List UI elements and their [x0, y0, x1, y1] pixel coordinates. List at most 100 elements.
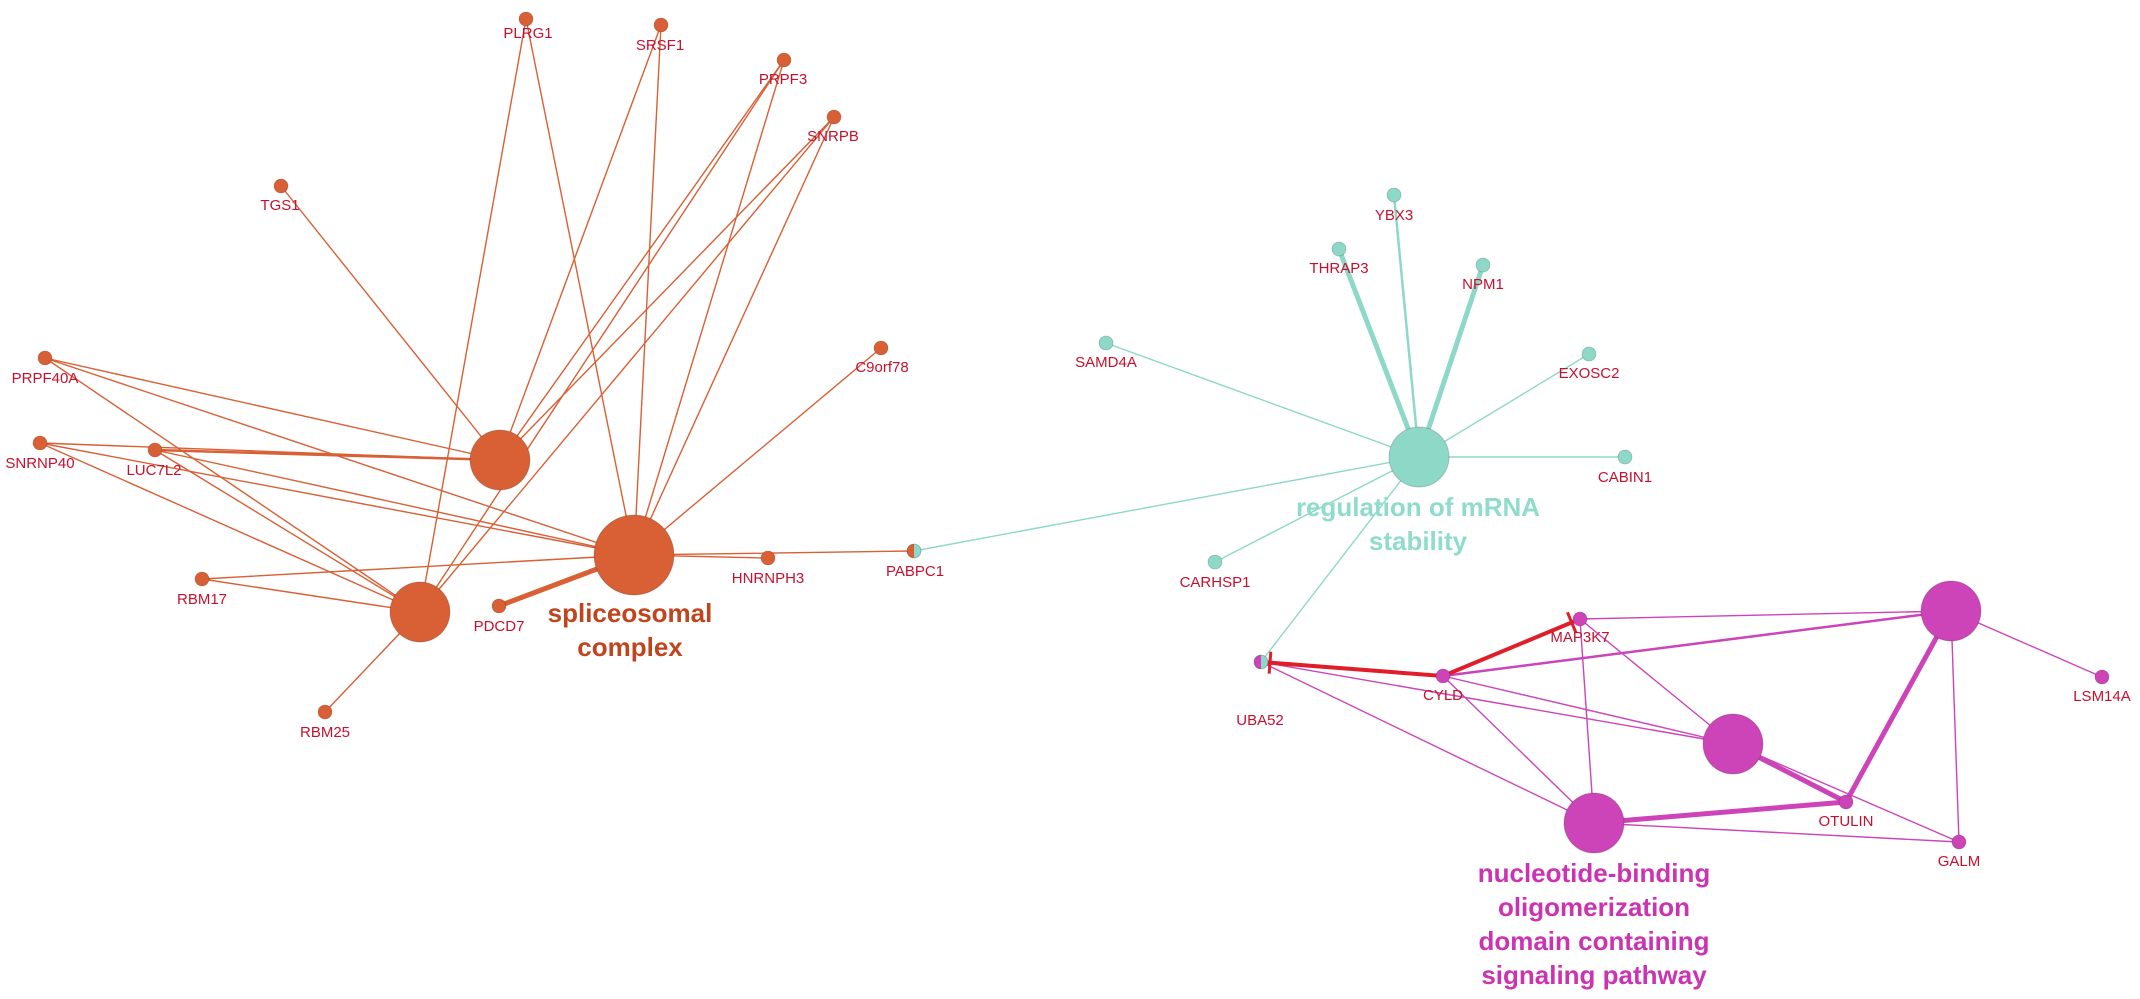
- node-half-left: [907, 544, 914, 558]
- edge-PLRG1-H_SPLICE: [525, 18, 635, 556]
- edge-RBM17-H_SPLICE: [201, 554, 635, 580]
- edge-SNRPB-H_O3: [499, 116, 835, 461]
- node-rbm25[interactable]: [317, 704, 333, 720]
- node-h_o2[interactable]: [389, 581, 451, 643]
- edge-CYLD-MAP3K7: [1441, 617, 1582, 678]
- edge-C9orf78-H_SPLICE: [633, 347, 882, 556]
- node-thrap3[interactable]: [1331, 241, 1347, 257]
- node-snrnp40[interactable]: [32, 435, 48, 451]
- edge-GALM-H_N1: [1593, 822, 1960, 843]
- gene-label-snrpb: SNRPB: [807, 128, 859, 145]
- node-circle: [1617, 449, 1633, 465]
- node-h_n1[interactable]: [1563, 792, 1625, 854]
- node-circle: [1098, 335, 1114, 351]
- gene-label-pabpc1: PABPC1: [886, 563, 944, 580]
- node-cyld[interactable]: [1435, 668, 1451, 684]
- edge-UBA52-H_N1: [1260, 661, 1595, 824]
- node-circle: [826, 109, 842, 125]
- node-circle: [469, 429, 531, 491]
- edge-PRPF3-H_O2: [419, 59, 785, 613]
- node-plrg1[interactable]: [518, 11, 534, 27]
- node-circle: [776, 52, 792, 68]
- node-npm1[interactable]: [1475, 257, 1491, 273]
- node-circle: [491, 598, 507, 614]
- node-uba52[interactable]: [1253, 654, 1269, 670]
- node-h_n2[interactable]: [1702, 713, 1764, 775]
- node-circle: [1207, 554, 1223, 570]
- node-exosc2[interactable]: [1581, 346, 1597, 362]
- node-prpf3[interactable]: [776, 52, 792, 68]
- node-prpf40a[interactable]: [37, 350, 53, 366]
- edge-UBA52-H_N2: [1260, 661, 1734, 745]
- edge-THRAP3-H_MRNA: [1336, 246, 1422, 460]
- node-luc7l2[interactable]: [147, 442, 163, 458]
- edge-OTULIN-H_N1: [1591, 799, 1849, 826]
- node-circle: [1702, 713, 1764, 775]
- node-lsm14a[interactable]: [2094, 669, 2110, 685]
- gene-label-map3k7: MAP3K7: [1550, 629, 1609, 646]
- edge-MAP3K7-H_N1: [1579, 618, 1595, 824]
- gene-label-pdcd7: PDCD7: [474, 618, 525, 635]
- edge-MAP3K7-H_N3: [1579, 610, 1952, 620]
- edge-CYLD-H_N2: [1442, 675, 1734, 745]
- node-ybx3[interactable]: [1386, 187, 1402, 203]
- edge-SNRPB-H_SPLICE: [633, 116, 835, 556]
- node-circle: [1920, 580, 1982, 642]
- node-hnrnph3[interactable]: [760, 550, 776, 566]
- cluster-label-line: regulation of mRNA: [1296, 492, 1540, 522]
- node-h_mrna[interactable]: [1388, 426, 1450, 488]
- edge-LUC7L2-H_O2: [154, 449, 421, 613]
- edge-RBM17-H_O2: [201, 578, 421, 613]
- node-circle: [273, 178, 289, 194]
- node-circle: [1386, 187, 1402, 203]
- node-srsf1[interactable]: [653, 17, 669, 33]
- edge-PRPF3-H_SPLICE: [633, 59, 785, 556]
- node-half-right: [1261, 655, 1268, 669]
- node-h_n3[interactable]: [1920, 580, 1982, 642]
- node-circle: [1475, 257, 1491, 273]
- node-c9orf78[interactable]: [873, 340, 889, 356]
- node-circle: [317, 704, 333, 720]
- edge-CYLD-H_N3: [1441, 609, 1953, 678]
- node-carhsp1[interactable]: [1207, 554, 1223, 570]
- edge-SNRNP40-H_SPLICE: [39, 442, 635, 556]
- edge-GALM-H_N2: [1732, 743, 1960, 843]
- node-h_o3[interactable]: [469, 429, 531, 491]
- node-h_splice[interactable]: [593, 514, 675, 596]
- edge-YBX3-H_MRNA: [1392, 193, 1421, 459]
- node-outline: [906, 543, 922, 559]
- node-circle: [37, 350, 53, 366]
- node-map3k7[interactable]: [1572, 611, 1588, 627]
- node-circle: [389, 581, 451, 643]
- node-snrpb[interactable]: [826, 109, 842, 125]
- edge-LUC7L2-H_SPLICE: [154, 449, 635, 556]
- node-tgs1[interactable]: [273, 178, 289, 194]
- edge-PRPF40A-H_O3: [44, 357, 501, 461]
- node-cabin1[interactable]: [1617, 449, 1633, 465]
- node-circle: [1563, 792, 1625, 854]
- cluster-label-line: spliceosomal: [548, 598, 713, 628]
- node-circle: [2094, 669, 2110, 685]
- gene-label-galm: GALM: [1938, 853, 1981, 870]
- edge-PRPF40A-H_O2: [44, 357, 421, 613]
- node-galm[interactable]: [1951, 834, 1967, 850]
- inhibition-tee-CYLD-MAP3K7: [1566, 611, 1578, 634]
- node-rbm17[interactable]: [194, 571, 210, 587]
- edge-SNRNP40-H_O2: [39, 442, 421, 613]
- node-samd4a[interactable]: [1098, 335, 1114, 351]
- edge-layer: [39, 18, 2103, 843]
- edge-CYLD-H_N1: [1442, 675, 1595, 824]
- node-pabpc1[interactable]: [906, 543, 922, 559]
- node-pdcd7[interactable]: [491, 598, 507, 614]
- inhibition-tee-CYLD-UBA52: [1267, 651, 1273, 674]
- node-circle: [1581, 346, 1597, 362]
- node-circle: [518, 11, 534, 27]
- gene-label-lsm14a: LSM14A: [2073, 688, 2131, 705]
- node-otulin[interactable]: [1838, 794, 1854, 810]
- edge-TGS1-H_O3: [280, 185, 501, 461]
- gene-label-cabin1: CABIN1: [1598, 469, 1652, 486]
- edge-CYLD-UBA52: [1259, 660, 1445, 678]
- gene-label-npm1: NPM1: [1462, 276, 1504, 293]
